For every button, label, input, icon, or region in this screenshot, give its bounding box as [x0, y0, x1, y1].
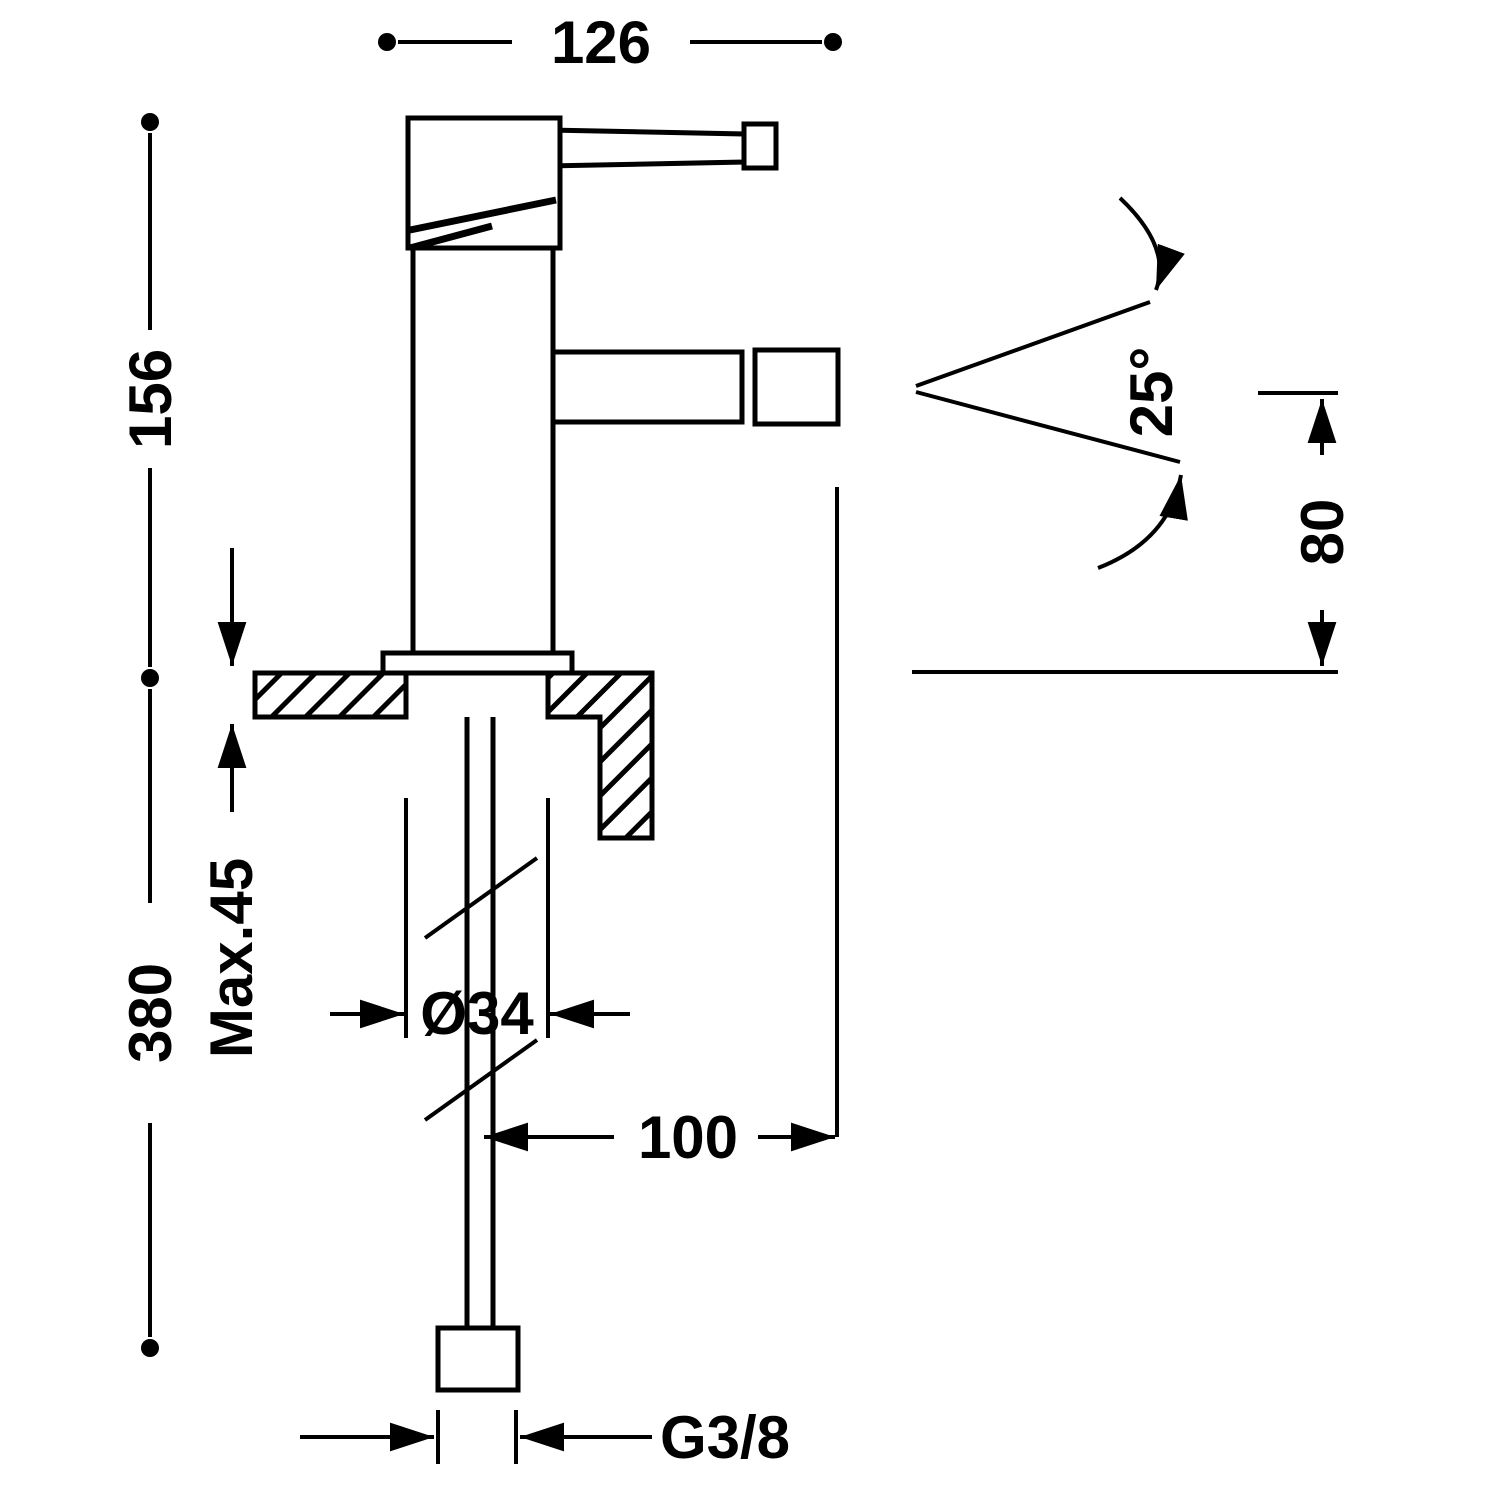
faucet-aerator [752, 347, 841, 427]
faucet-body [410, 245, 556, 658]
dim-length-below-deck-label: 380 [117, 963, 184, 1063]
dim-deck-thickness-label: Max.45 [198, 858, 265, 1058]
mounting-deck [252, 670, 655, 841]
dim-height-chain: 156 380 [117, 113, 184, 1357]
faucet-handle [545, 121, 779, 171]
connection-nut [435, 1325, 521, 1393]
dim-overall-width-label: 126 [551, 9, 651, 76]
angle-ray-upper [915, 300, 1151, 388]
dim-deck-thickness: Max.45 [198, 548, 265, 1058]
dim-dot [141, 113, 159, 131]
dim-dot [378, 33, 396, 51]
handle-lever [545, 127, 747, 169]
faucet-spout [550, 349, 745, 425]
dim-spray-angle: 25° [915, 196, 1188, 570]
angle-arc-lower [1097, 474, 1188, 570]
head-parting-line [409, 196, 557, 234]
dim-spout-height-label: 80 [1289, 499, 1356, 566]
supply-pipe [423, 717, 539, 1393]
head-parting-line-lower [409, 222, 493, 252]
dim-spout-height: 80 [912, 391, 1356, 674]
dim-hole-diameter: Ø34 [330, 798, 630, 1047]
angle-ray-lower [915, 390, 1181, 464]
dim-thread: G3/8 [300, 1404, 790, 1471]
dim-height-above-deck-label: 156 [117, 349, 184, 449]
pipe-break-mark-upper [423, 856, 539, 940]
faucet [380, 115, 841, 676]
dim-spray-angle-label: 25° [1118, 347, 1185, 438]
dim-thread-label: G3/8 [660, 1404, 790, 1471]
deck-right-section [545, 670, 655, 841]
dim-dot [141, 1339, 159, 1357]
faucet-base-flange [380, 650, 575, 676]
dim-dot [141, 669, 159, 687]
pipe-break-mark-lower [423, 1038, 539, 1122]
deck-left-section [252, 670, 409, 720]
dim-dot [824, 33, 842, 51]
handle-end-cap [741, 121, 779, 171]
dim-overall-width: 126 [378, 9, 842, 76]
dim-spout-projection: 100 [484, 487, 839, 1171]
dim-spout-projection-label: 100 [638, 1104, 738, 1171]
dim-hole-diameter-label: Ø34 [420, 980, 534, 1047]
angle-arc-upper [1118, 196, 1185, 291]
